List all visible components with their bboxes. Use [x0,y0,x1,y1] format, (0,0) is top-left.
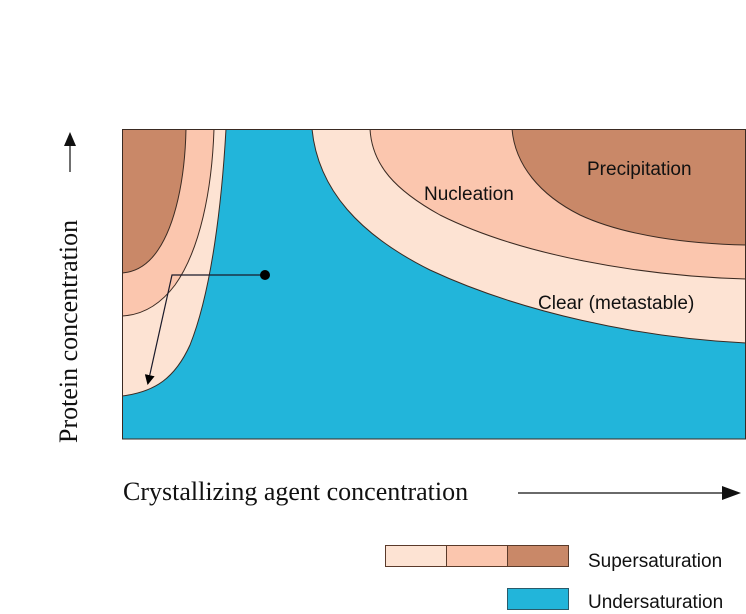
legend-swatch-undersaturation [507,588,569,610]
x-axis-label: Crystallizing agent concentration [123,477,468,506]
label-precipitation: Precipitation [587,159,692,180]
legend-label-supersaturation: Supersaturation [588,551,722,572]
legend-swatch-clear [385,545,447,567]
start-point [260,270,270,280]
x-axis-arrow-icon [722,486,741,500]
trajectory-line [144,274,265,385]
region-left-precipitation [122,129,187,274]
label-nucleation: Nucleation [424,184,514,205]
legend-swatch-nucleation [446,545,508,567]
legend-swatch-precipitation [507,545,569,567]
y-axis-label: Protein concentration [54,220,83,443]
region-right-precipitation [511,129,746,246]
label-clear: Clear (metastable) [538,293,694,314]
legend: Supersaturation Undersaturation [385,545,723,613]
legend-label-undersaturation: Undersaturation [588,592,723,613]
plot-area [122,129,746,439]
y-axis-arrow-icon [64,132,76,146]
